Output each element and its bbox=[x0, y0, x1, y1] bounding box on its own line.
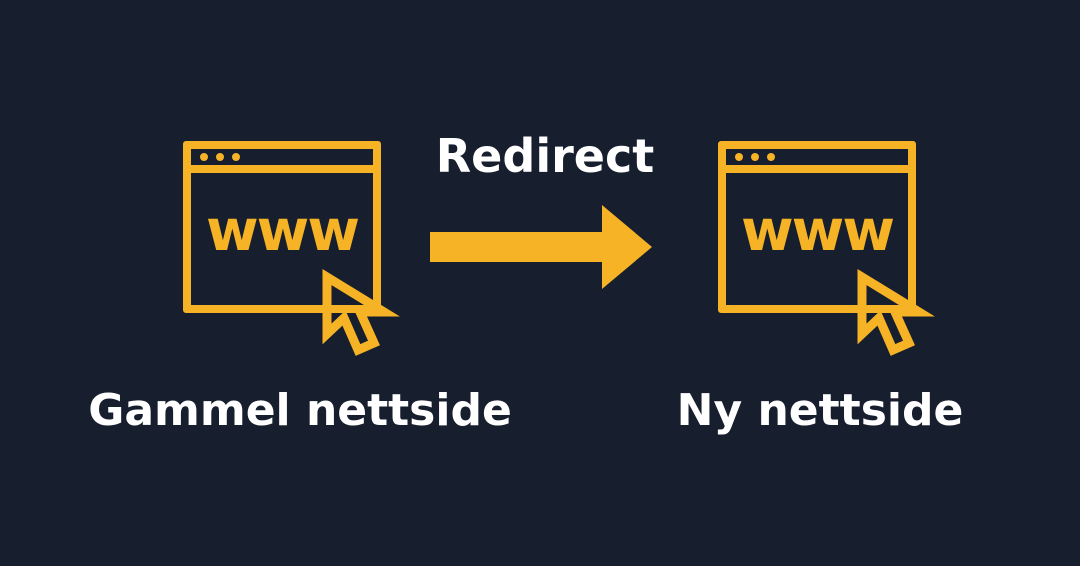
caption-new-site: Ny nettside bbox=[676, 385, 964, 436]
browser-window-old-site: WWW bbox=[183, 141, 381, 313]
window-dot-icon bbox=[216, 153, 224, 161]
window-dot-icon bbox=[232, 153, 240, 161]
browser-titlebar-divider bbox=[718, 165, 916, 173]
browser-window-new-site: WWW bbox=[718, 141, 916, 313]
browser-frame bbox=[718, 141, 916, 313]
browser-titlebar-dots bbox=[200, 153, 240, 161]
window-dot-icon bbox=[735, 153, 743, 161]
window-dot-icon bbox=[767, 153, 775, 161]
window-dot-icon bbox=[200, 153, 208, 161]
window-dot-icon bbox=[751, 153, 759, 161]
redirect-label: Redirect bbox=[435, 129, 655, 183]
browser-frame bbox=[183, 141, 381, 313]
www-text: WWW bbox=[741, 198, 895, 264]
www-text: WWW bbox=[206, 198, 360, 264]
mouse-cursor-icon bbox=[322, 268, 408, 358]
caption-old-site: Gammel nettside bbox=[88, 385, 512, 436]
redirect-arrow-icon bbox=[430, 205, 652, 289]
browser-titlebar-dots bbox=[735, 153, 775, 161]
browser-titlebar-divider bbox=[183, 165, 381, 173]
mouse-cursor-icon bbox=[857, 268, 943, 358]
